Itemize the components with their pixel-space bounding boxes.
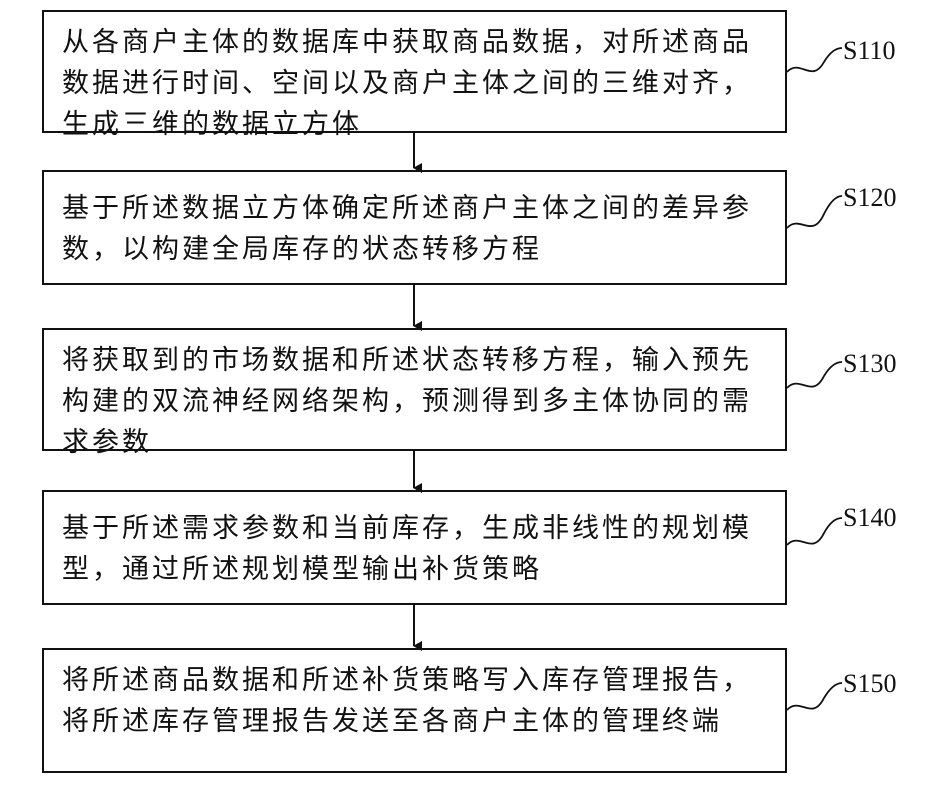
leader-s110 (787, 48, 842, 72)
leader-s140 (787, 518, 842, 545)
leader-s120 (787, 196, 842, 228)
leader-s130 (787, 362, 842, 388)
leader-s150 (787, 683, 842, 710)
